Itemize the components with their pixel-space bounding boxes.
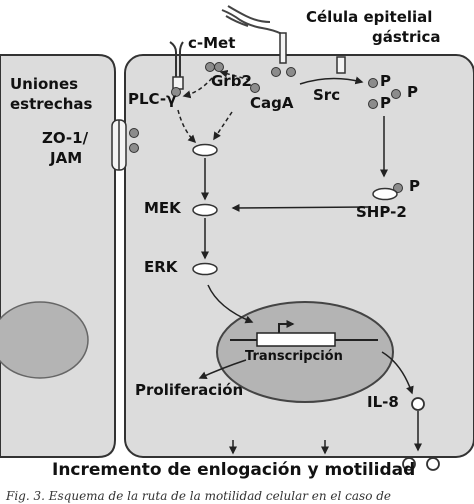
arrow-grb2-to-oval (213, 111, 233, 141)
tight-junctions-line1: Uniones (10, 75, 79, 93)
bottom-caption: Incremento de enlogación y motilidad (52, 460, 416, 480)
mek-label: MEK (144, 199, 181, 217)
src-dot (368, 99, 378, 109)
src-label: Src (313, 86, 341, 104)
tight-junctions-line2: estrechas (10, 95, 93, 113)
grb2-label: Grb2 (211, 72, 252, 90)
shp2-dot (393, 183, 403, 193)
gene-box (256, 332, 336, 347)
proliferacion-label: Proliferación (135, 381, 244, 399)
arrow-caga-to-src (299, 76, 364, 85)
zo1-label-line2: JAM (50, 149, 83, 167)
grb2-dot (214, 62, 224, 72)
plc-dot (171, 87, 181, 97)
mek-oval (192, 203, 218, 217)
nucleus (216, 301, 394, 403)
neighbor-cell (0, 54, 116, 458)
cagA-secretion-system (279, 32, 287, 64)
plc-product-oval (192, 143, 218, 157)
phospho-label-1: P (380, 72, 391, 90)
phospho-label-4: P (409, 177, 420, 195)
il8-label: IL-8 (367, 393, 399, 411)
il8-circle (426, 457, 440, 471)
erk-label: ERK (144, 258, 178, 276)
transcripcion-label: Transcripción (245, 349, 343, 364)
src-dot (368, 78, 378, 88)
src-receptor (336, 56, 346, 74)
cmet-label: c-Met (188, 34, 236, 52)
promoter-arrow (278, 320, 295, 333)
arrow-caga-to-plc (219, 69, 251, 81)
arrow-shp2-to-mek (231, 203, 369, 212)
zo1-label-line1: ZO-1/ (42, 129, 89, 147)
helicobacter-flagella (221, 5, 283, 35)
arrow-to-il8 (381, 351, 414, 395)
plc-label: PLC-γ (128, 90, 177, 108)
caga-dot (271, 67, 281, 77)
il8-circle (402, 457, 416, 471)
arrow-to-proliferacion (198, 359, 247, 379)
shp2-oval (372, 187, 398, 201)
cell-title-line2: gástrica (372, 28, 441, 46)
zo1-dot (129, 143, 139, 153)
phospho-label-2: P (407, 83, 418, 101)
figure-caption: Fig. 3. Esquema de la ruta de la motilid… (6, 489, 392, 503)
src-dot (391, 89, 401, 99)
arrow-erk-to-nucleus (207, 284, 254, 324)
cmet-receptor (169, 41, 184, 82)
shp2-label: SHP-2 (356, 203, 407, 221)
grb2-dot (205, 62, 215, 72)
neighbor-nucleus (0, 301, 89, 379)
cell-title-line1: Célula epitelial (306, 8, 433, 26)
caga-dot (250, 83, 260, 93)
phospho-label-3: P (380, 94, 391, 112)
erk-oval (192, 262, 218, 276)
arrow-grb2-to-plc (182, 77, 213, 99)
il8-circle (411, 397, 425, 411)
caga-dot (286, 67, 296, 77)
caga-label: CagA (250, 94, 294, 112)
arrow-plc-to-oval (177, 109, 197, 144)
zo1-dot (129, 128, 139, 138)
